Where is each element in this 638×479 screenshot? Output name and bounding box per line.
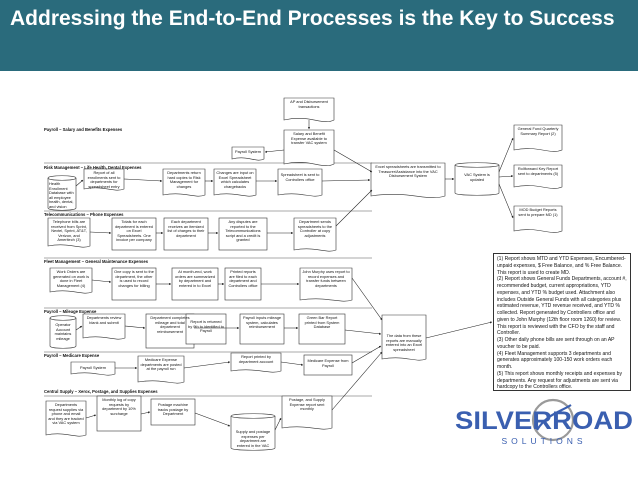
lane-label-fleet-management: Fleet Management – General Maintenance E… [44, 259, 149, 264]
box-depts-review: Departments review blank and submit [86, 315, 122, 325]
box-rollforward: Rollforward Key Report sent to departmen… [517, 166, 559, 176]
diagram-arrows [75, 120, 514, 431]
box-medicare-expense-2: Medicare Expense from Payroll [307, 358, 349, 368]
box-salary-benefit: Salary and Benefit Expense available to … [291, 131, 327, 146]
box-supply-and-postage: Supply and postage expenses per departme… [235, 429, 271, 449]
box-health-enrollment: Health Enrollment Database with all empl… [49, 181, 74, 208]
box-one-copy: One copy is sent to the department, the … [114, 269, 154, 288]
box-spreadsheet-sent: Spreadsheet is sent to Controllers offic… [280, 172, 320, 182]
lane-label-payroll-mileage: Payroll – Mileage Expense [44, 309, 97, 314]
box-postage-supply: Postage, and Supply Expense report sent … [289, 397, 325, 412]
box-excel-spreadsheets: Excel spreadsheets are transmitted to Tr… [375, 164, 441, 179]
svg-text:SOLUTIONS: SOLUTIONS [501, 436, 586, 446]
silverroad-logo: SILVERROAD SOLUTIONS [455, 398, 633, 446]
box-vac-system-updated: VAC System is updated [464, 172, 490, 182]
box-each-department: Each department receives an itemized lis… [167, 219, 205, 238]
lane-label-central-supply: Central Supply – Xerox, Postage, and Sup… [44, 389, 158, 394]
box-payroll-inputs: Payroll inputs mileage system, calculate… [242, 315, 282, 330]
box-mod-budget: MOD Budget Reports sent to prepare MD (1… [518, 207, 558, 217]
box-report-printed: Report printed by department account [238, 354, 274, 364]
box-ap-transactions: AP and Disbursement transactions [290, 99, 328, 109]
box-report-returned: Report is returned by 9th to identified … [188, 319, 224, 334]
lane-label-payroll-salary: Payroll – Salary and Benefits Expenses [44, 127, 123, 132]
box-any-disputes: Any disputes are reported to the Telecom… [225, 219, 261, 243]
box-payroll-system-2: Payroll System [80, 365, 106, 370]
box-john-murphy: John Murphy uses report to record expens… [302, 269, 350, 288]
box-at-months-end: At month-end, work orders are summarized… [174, 269, 215, 288]
box-depts-return-copies: Departments return hard copies to Risk M… [167, 170, 201, 189]
footnotes-box: (1) Report shows MTD and YTD Expenses, E… [493, 253, 631, 391]
svg-text:SILVERROAD: SILVERROAD [455, 407, 633, 435]
box-telephone-bills: Telephone bills are received from Sprint… [51, 219, 87, 243]
box-changes-input: Changes are input on Excel Spreadsheet w… [216, 170, 254, 189]
box-totals-department: Totals for each department is entered on… [115, 219, 153, 243]
slide-title: Addressing the End-to-End Processes is t… [10, 7, 615, 30]
box-printed-reports: Printed reports are filed to each depart… [228, 269, 258, 288]
box-depts-request: Departments request supplies via phone a… [48, 402, 84, 426]
box-xerox-copy: Monthly log of copy requests by departme… [102, 397, 136, 416]
box-data-flows: The data from these reports are manually… [385, 333, 423, 352]
footnotes-text: (1) Report shows MTD and YTD Expenses, E… [497, 256, 627, 391]
lane-label-risk-management: Risk Management – Life Health, Dental Ex… [44, 165, 142, 170]
box-dept-completes: Department completes mileage and total d… [150, 315, 190, 334]
box-work-orders: Work Orders are generated on work is don… [52, 269, 90, 288]
box-green-bar: Green Bar Report printed from System Dat… [304, 315, 340, 330]
lane-label-telecommunications: Telecommunications – Phone Expenses [44, 212, 124, 217]
box-payroll-system-1: Payroll System [235, 149, 261, 154]
box-medicare-expense-1: Medicare Expense departments are posted … [140, 357, 182, 372]
box-general-fund: General Fund Quarterly Summary Report (2… [517, 126, 559, 136]
box-operator-account: Operator Account maintains mileage [54, 322, 72, 341]
diagram-shapes [45, 97, 563, 451]
lane-label-payroll-medicare: Payroll – Medicare Expense [44, 353, 100, 358]
box-postage-machine: Postage machine tracks postage by Depart… [157, 402, 189, 417]
box-dept-sends: Department sends spreadsheets to the Con… [297, 219, 333, 238]
title-bar [0, 0, 638, 71]
box-report-enrollments: Report of all enrollments sent to depart… [87, 170, 121, 189]
